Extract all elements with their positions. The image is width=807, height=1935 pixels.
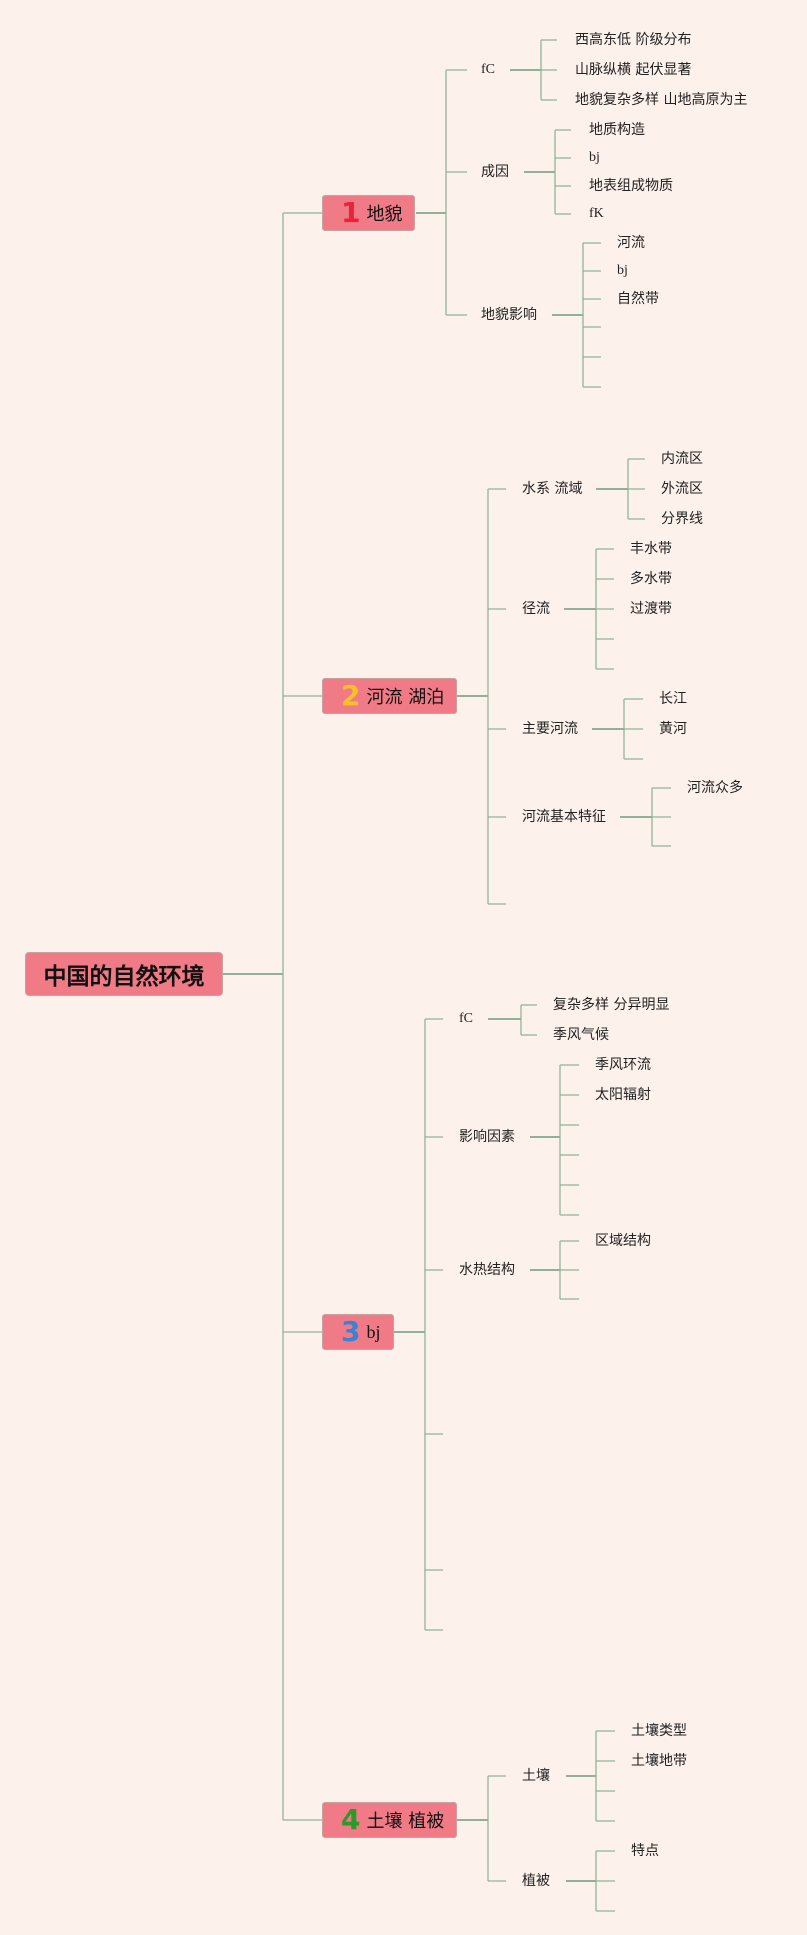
branch-climate[interactable]: 3 bj: [322, 1314, 394, 1350]
leaf[interactable]: 地质构造: [589, 122, 645, 138]
leaf[interactable]: 太阳辐射: [595, 1087, 651, 1103]
leaf[interactable]: 土壤地带: [631, 1753, 687, 1769]
leaf[interactable]: 土壤类型: [631, 1723, 687, 1739]
leaf[interactable]: bj: [589, 150, 600, 165]
leaf[interactable]: 特点: [631, 1843, 659, 1859]
node-factors[interactable]: 影响因素: [459, 1129, 515, 1145]
leaf[interactable]: 西高东低 阶级分布: [575, 32, 692, 48]
node-soil[interactable]: 土壤: [522, 1768, 550, 1784]
leaf[interactable]: 外流区: [661, 481, 703, 497]
leaf[interactable]: 地表组成物质: [589, 178, 673, 194]
branch-label: 土壤 植被: [366, 1811, 445, 1832]
branch-landform[interactable]: 1 地貌: [322, 195, 416, 231]
branch-soil-vegetation[interactable]: 4 土壤 植被: [322, 1802, 458, 1838]
leaf[interactable]: 地貌复杂多样 山地高原为主: [575, 92, 748, 108]
branch-label: 河流 湖泊: [366, 687, 445, 708]
leaf[interactable]: 长江: [659, 691, 687, 707]
leaf[interactable]: 复杂多样 分异明显: [553, 997, 670, 1013]
leaf[interactable]: 黄河: [659, 721, 687, 737]
node-vegetation[interactable]: 植被: [522, 1873, 550, 1889]
node-fc[interactable]: fC: [481, 62, 495, 77]
leaf[interactable]: 山脉纵横 起伏显著: [575, 62, 692, 78]
node-hydro-thermal[interactable]: 水热结构: [459, 1262, 515, 1278]
branch-label: 地貌: [366, 204, 403, 225]
leaf[interactable]: 内流区: [661, 451, 703, 467]
root-label: 中国的自然环境: [43, 964, 205, 990]
leaf[interactable]: 季风气候: [553, 1027, 609, 1043]
number-3-icon: 3: [341, 1315, 361, 1348]
root-node[interactable]: 中国的自然环境: [25, 952, 223, 996]
leaf[interactable]: 分界线: [661, 511, 703, 527]
leaf[interactable]: 过渡带: [630, 601, 672, 617]
leaf[interactable]: 自然带: [617, 291, 659, 307]
leaf[interactable]: 丰水带: [630, 541, 672, 557]
number-4-icon: 4: [341, 1803, 361, 1836]
number-1-icon: 1: [341, 196, 361, 229]
node-runoff[interactable]: 径流: [522, 601, 550, 617]
leaf[interactable]: bj: [617, 263, 628, 278]
node-cause[interactable]: 成因: [481, 164, 509, 180]
node-water-system[interactable]: 水系 流域: [522, 481, 583, 497]
leaf[interactable]: 河流众多: [687, 780, 743, 796]
leaf[interactable]: 季风环流: [595, 1057, 651, 1073]
node-fc[interactable]: fC: [459, 1011, 473, 1026]
branch-rivers-lakes[interactable]: 2 河流 湖泊: [322, 678, 458, 714]
leaf[interactable]: 区域结构: [595, 1233, 651, 1249]
branch-label: bj: [366, 1321, 381, 1342]
leaf[interactable]: 多水带: [630, 571, 672, 587]
leaf[interactable]: fK: [589, 206, 604, 221]
node-impact[interactable]: 地貌影响: [481, 307, 537, 323]
node-river-features[interactable]: 河流基本特征: [522, 809, 606, 825]
number-2-icon: 2: [341, 679, 361, 712]
node-major-rivers[interactable]: 主要河流: [522, 721, 578, 737]
leaf[interactable]: 河流: [617, 235, 645, 251]
